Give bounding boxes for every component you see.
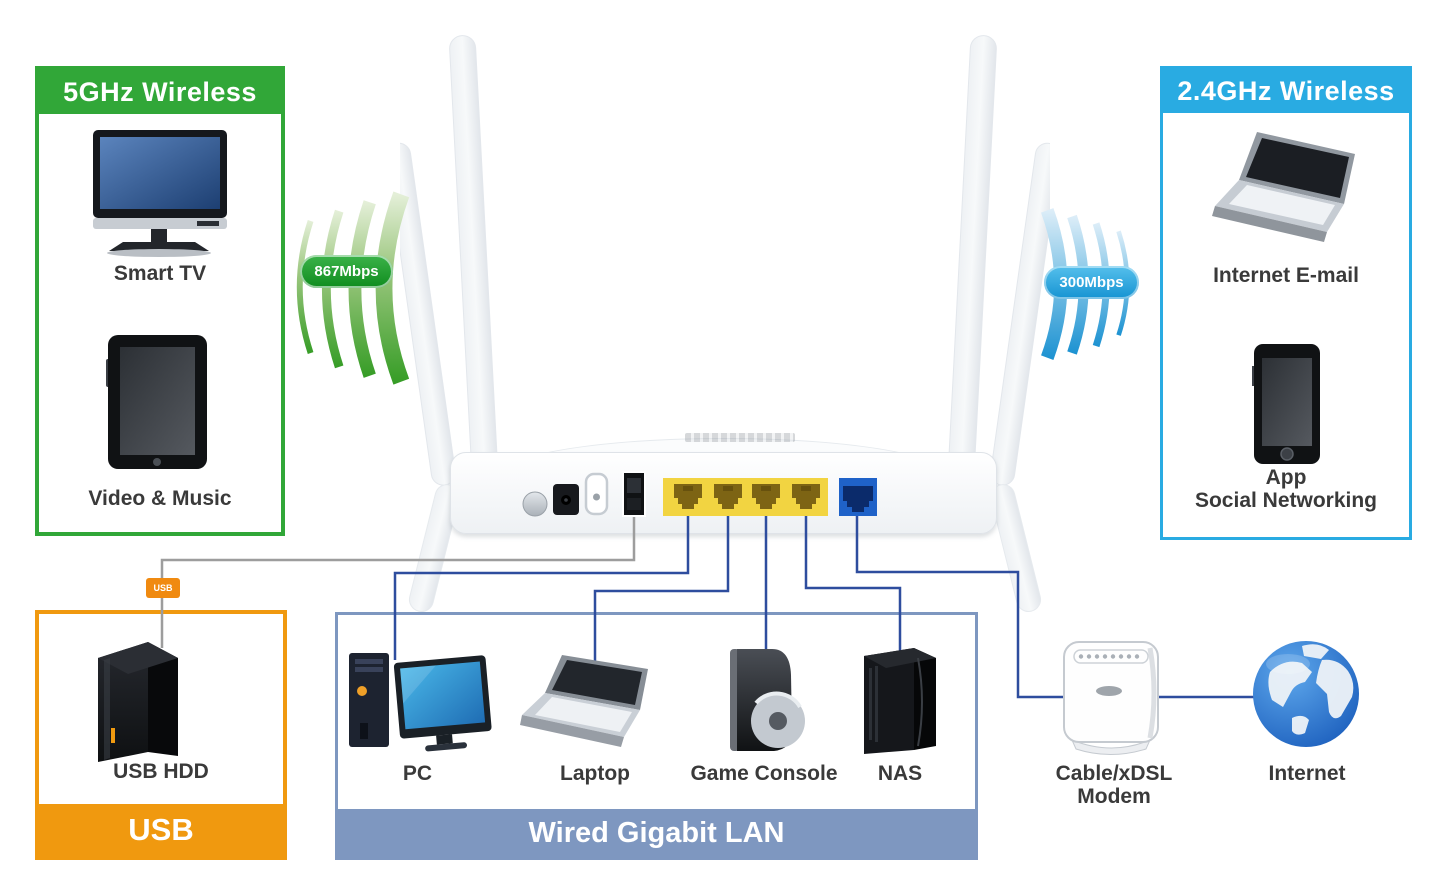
- nas-icon: [864, 648, 936, 754]
- label-pc: PC: [402, 762, 433, 785]
- laptop-24g-icon: [1212, 132, 1355, 242]
- usb-hdd-icon: [98, 642, 178, 762]
- section-lan-footer: Wired Gigabit LAN: [338, 809, 975, 857]
- label-usb-hdd: USB HDD: [113, 760, 209, 783]
- label-nas: NAS: [877, 762, 923, 785]
- speed-badge-24g: 300Mbps: [1044, 266, 1139, 299]
- usb-cable-tag: USB: [146, 578, 180, 598]
- label-video-music: Video & Music: [88, 487, 232, 510]
- speed-badge-5g: 867Mbps: [300, 255, 393, 288]
- label-smart-tv: Smart TV: [113, 262, 207, 285]
- tablet-icon: [106, 335, 207, 469]
- game-console-icon: [730, 649, 805, 751]
- label-game-console: Game Console: [690, 762, 838, 785]
- internet-globe-icon: [1253, 641, 1359, 747]
- router-brand-print: [685, 433, 795, 442]
- wifi-waves-5g-icon: [296, 191, 410, 385]
- pc-icon: [349, 653, 492, 752]
- label-modem: Cable/xDSL Modem: [1055, 762, 1173, 808]
- smart-tv-icon: [93, 130, 227, 257]
- router-body: [450, 452, 997, 534]
- label-internet: Internet: [1268, 762, 1346, 785]
- label-app: App: [1265, 466, 1307, 489]
- section-5ghz-header: 5GHz Wireless: [39, 70, 281, 114]
- laptop-lan-icon: [520, 655, 648, 747]
- smartphone-icon: [1252, 344, 1320, 464]
- modem-icon: [1063, 641, 1159, 755]
- section-24ghz-header: 2.4GHz Wireless: [1163, 69, 1409, 113]
- label-social-networking: Social Networking: [1194, 489, 1378, 512]
- label-laptop: Laptop: [560, 762, 630, 785]
- label-internet-email: Internet E-mail: [1213, 264, 1359, 287]
- section-usb-footer: USB: [39, 804, 283, 856]
